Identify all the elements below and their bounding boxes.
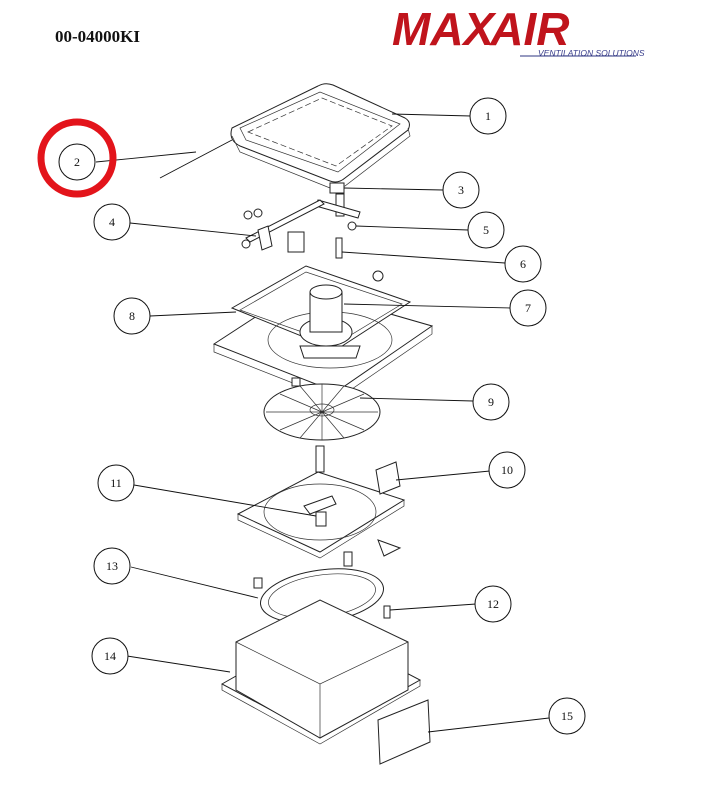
highlight-circle-2 [37, 118, 117, 198]
lift-rod-drawing [159, 139, 233, 179]
callout-1: 1 [469, 97, 507, 135]
svg-text:2: 2 [74, 155, 80, 169]
callout-3: 3 [442, 171, 480, 209]
svg-text:14: 14 [104, 649, 116, 663]
garnish-trim-drawing [220, 599, 422, 745]
svg-text:13: 13 [106, 559, 118, 573]
instruction-booklet-drawing [377, 699, 431, 765]
svg-text:7: 7 [525, 301, 531, 315]
callout-13: 13 [93, 547, 131, 585]
svg-text:15: 15 [561, 709, 573, 723]
part-number: 00-04000KI [55, 27, 140, 46]
base-plate-drawing [236, 445, 406, 567]
callout-15: 15 [548, 697, 586, 735]
callout-6: 6 [504, 245, 542, 283]
svg-text:11: 11 [110, 476, 122, 490]
callout-9: 9 [472, 383, 510, 421]
hardware-drawing [241, 182, 384, 282]
callout-12: 12 [474, 585, 512, 623]
logo-max: MAX [392, 3, 497, 55]
fan-blade-drawing [263, 377, 381, 441]
callout-10: 10 [488, 451, 526, 489]
svg-text:4: 4 [109, 215, 115, 229]
callout-2: 2 [58, 143, 96, 181]
callout-7: 7 [509, 289, 547, 327]
gasket-ring-drawing [253, 568, 391, 643]
logo-tagline-band [520, 47, 636, 56]
logo-tagline: VENTILATION SOLUTIONS [538, 48, 645, 58]
svg-text:8: 8 [129, 309, 135, 323]
callout-14: 14 [91, 637, 129, 675]
callout-4: 4 [93, 203, 131, 241]
svg-text:3: 3 [458, 183, 464, 197]
svg-text:6: 6 [520, 257, 526, 271]
logo-air: AIR [489, 3, 569, 55]
callout-11: 11 [97, 464, 135, 502]
svg-text:12: 12 [487, 597, 499, 611]
svg-text:5: 5 [483, 223, 489, 237]
callout-5: 5 [467, 211, 505, 249]
leader-lines [95, 113, 550, 733]
lid-drawing [230, 83, 411, 189]
callout-8: 8 [113, 297, 151, 335]
maxxair-logo: MAX AIR VENTILATION SOLUTIONS [392, 3, 645, 58]
svg-text:10: 10 [501, 463, 513, 477]
svg-text:1: 1 [485, 109, 491, 123]
fan-frame-drawing [212, 265, 434, 401]
svg-text:9: 9 [488, 395, 494, 409]
